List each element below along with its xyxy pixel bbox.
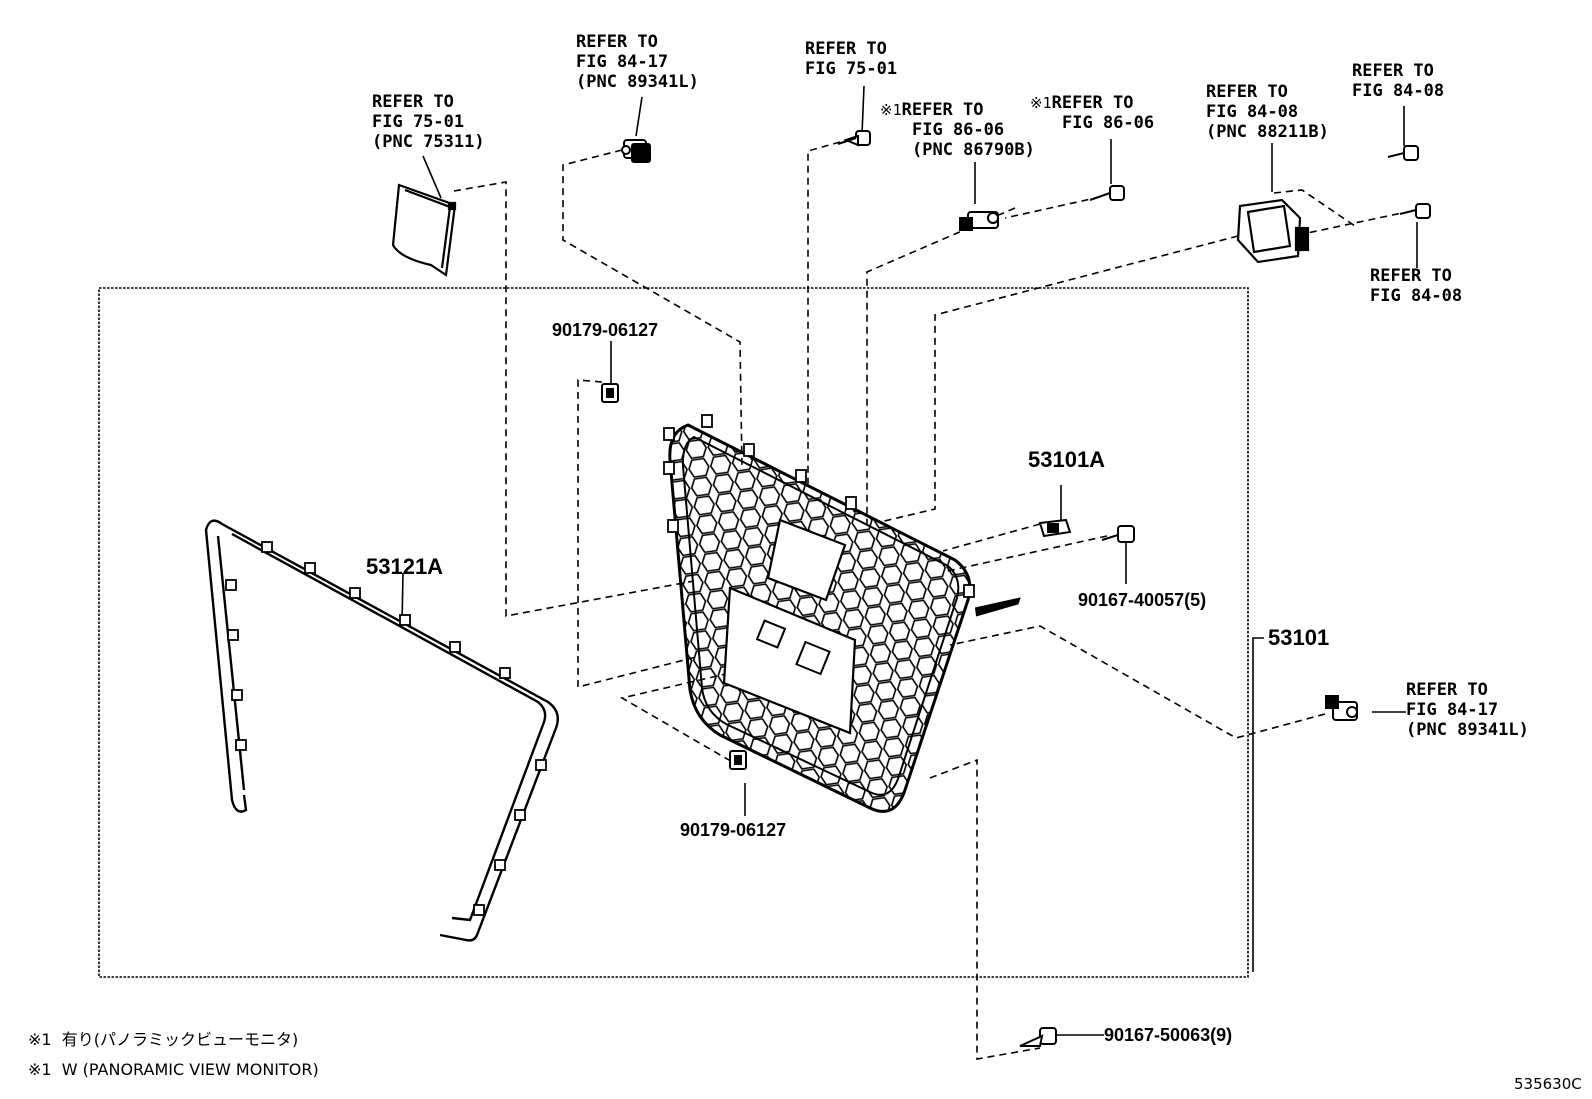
- screw-part: [1019, 1027, 1057, 1047]
- callout-line: (PNC 88211B): [1206, 122, 1329, 142]
- note-text: W (PANORAMIC VIEW MONITOR): [61, 1060, 319, 1079]
- callout-line: (PNC 75311): [372, 132, 485, 152]
- callout-line: REFER TO: [1370, 266, 1452, 286]
- screw-part: [1089, 185, 1125, 201]
- callout-line: REFER TO: [805, 39, 887, 59]
- note-text: 有り(パノラミックビューモニタ): [61, 1030, 299, 1049]
- part-leaders: [401, 85, 1418, 1036]
- screw-part: [837, 130, 871, 147]
- bracket-part: [1038, 518, 1072, 538]
- callout-line: REFER TO: [1406, 680, 1488, 700]
- cover-part: [391, 183, 457, 277]
- part-number-grille: 53101: [1268, 625, 1330, 650]
- callout-line: REFER TO: [1051, 93, 1134, 113]
- callout-line: (PNC 89341L): [1406, 720, 1529, 740]
- callout-line: FIG 86-06: [912, 120, 1005, 140]
- callout-screw-ref: REFER TO FIG 75-01: [805, 39, 897, 79]
- callout-line: FIG 84-08: [1206, 102, 1299, 122]
- callout-line: FIG 84-17: [576, 52, 669, 72]
- screw-part: [1101, 525, 1135, 543]
- callout-sensor-screw-ref: ※1REFER TO FIG 86-06: [1030, 93, 1154, 133]
- part-number-clip-top: 90179-06127: [552, 320, 659, 340]
- callout-radar-ref: REFER TO FIG 84-08 (PNC 88211B): [1206, 82, 1329, 142]
- callout-line: REFER TO: [372, 92, 454, 112]
- part-number-clip-bottom: 90179-06127: [680, 820, 787, 840]
- note-mark: ※1: [28, 1060, 52, 1079]
- camera-top-part: [621, 139, 651, 163]
- note-mark: ※1: [1030, 94, 1052, 112]
- callout-line: REFER TO: [901, 100, 984, 120]
- part-number-screw-right: 90167-40057(5): [1078, 590, 1207, 610]
- callout-cover-ref: REFER TO FIG 75-01 (PNC 75311): [372, 92, 485, 152]
- callout-line: FIG 75-01: [805, 59, 898, 79]
- callout-line: REFER TO: [1352, 61, 1434, 81]
- callout-line: FIG 86-06: [1062, 113, 1155, 133]
- callout-line: REFER TO: [1206, 82, 1288, 102]
- callout-radar-screw-bottom-ref: REFER TO FIG 84-08: [1370, 266, 1462, 306]
- grille-part: [663, 414, 1021, 813]
- radar-module-part: [1236, 198, 1310, 264]
- callout-line: FIG 84-08: [1352, 81, 1445, 101]
- assembly-box: [98, 287, 1249, 978]
- part-number-molding: 53121A: [366, 554, 444, 579]
- sensor-part: [959, 211, 999, 231]
- clip-part: [601, 383, 747, 770]
- callout-line: (PNC 86790B): [912, 140, 1035, 160]
- molding-part: [204, 519, 559, 942]
- callout-camera-right-ref: REFER TO FIG 84-17 (PNC 89341L): [1406, 680, 1529, 740]
- part-number-screw-bottom: 90167-50063(9): [1104, 1025, 1233, 1045]
- callout-camera-top-ref: REFER TO FIG 84-17 (PNC 89341L): [576, 32, 699, 92]
- camera-right-part: [1325, 695, 1358, 721]
- callout-line: FIG 75-01: [372, 112, 465, 132]
- screw-part: [1387, 145, 1431, 219]
- callout-line: FIG 84-08: [1370, 286, 1463, 306]
- note-mark: ※1: [880, 101, 902, 119]
- callout-line: FIG 84-17: [1406, 700, 1499, 720]
- callout-line: REFER TO: [576, 32, 658, 52]
- callout-radar-screw-top-ref: REFER TO FIG 84-08: [1352, 61, 1444, 101]
- callout-line: (PNC 89341L): [576, 72, 699, 92]
- note-japanese: ※1 有り(パノラミックビューモニタ): [28, 1030, 298, 1050]
- callout-sensor-ref: ※1REFER TO FIG 86-06 (PNC 86790B): [880, 100, 1035, 160]
- figure-id: 535630C: [1514, 1075, 1582, 1093]
- note-english: ※1 W (PANORAMIC VIEW MONITOR): [28, 1060, 319, 1080]
- part-number-bracket: 53101A: [1028, 447, 1106, 472]
- note-mark: ※1: [28, 1030, 52, 1049]
